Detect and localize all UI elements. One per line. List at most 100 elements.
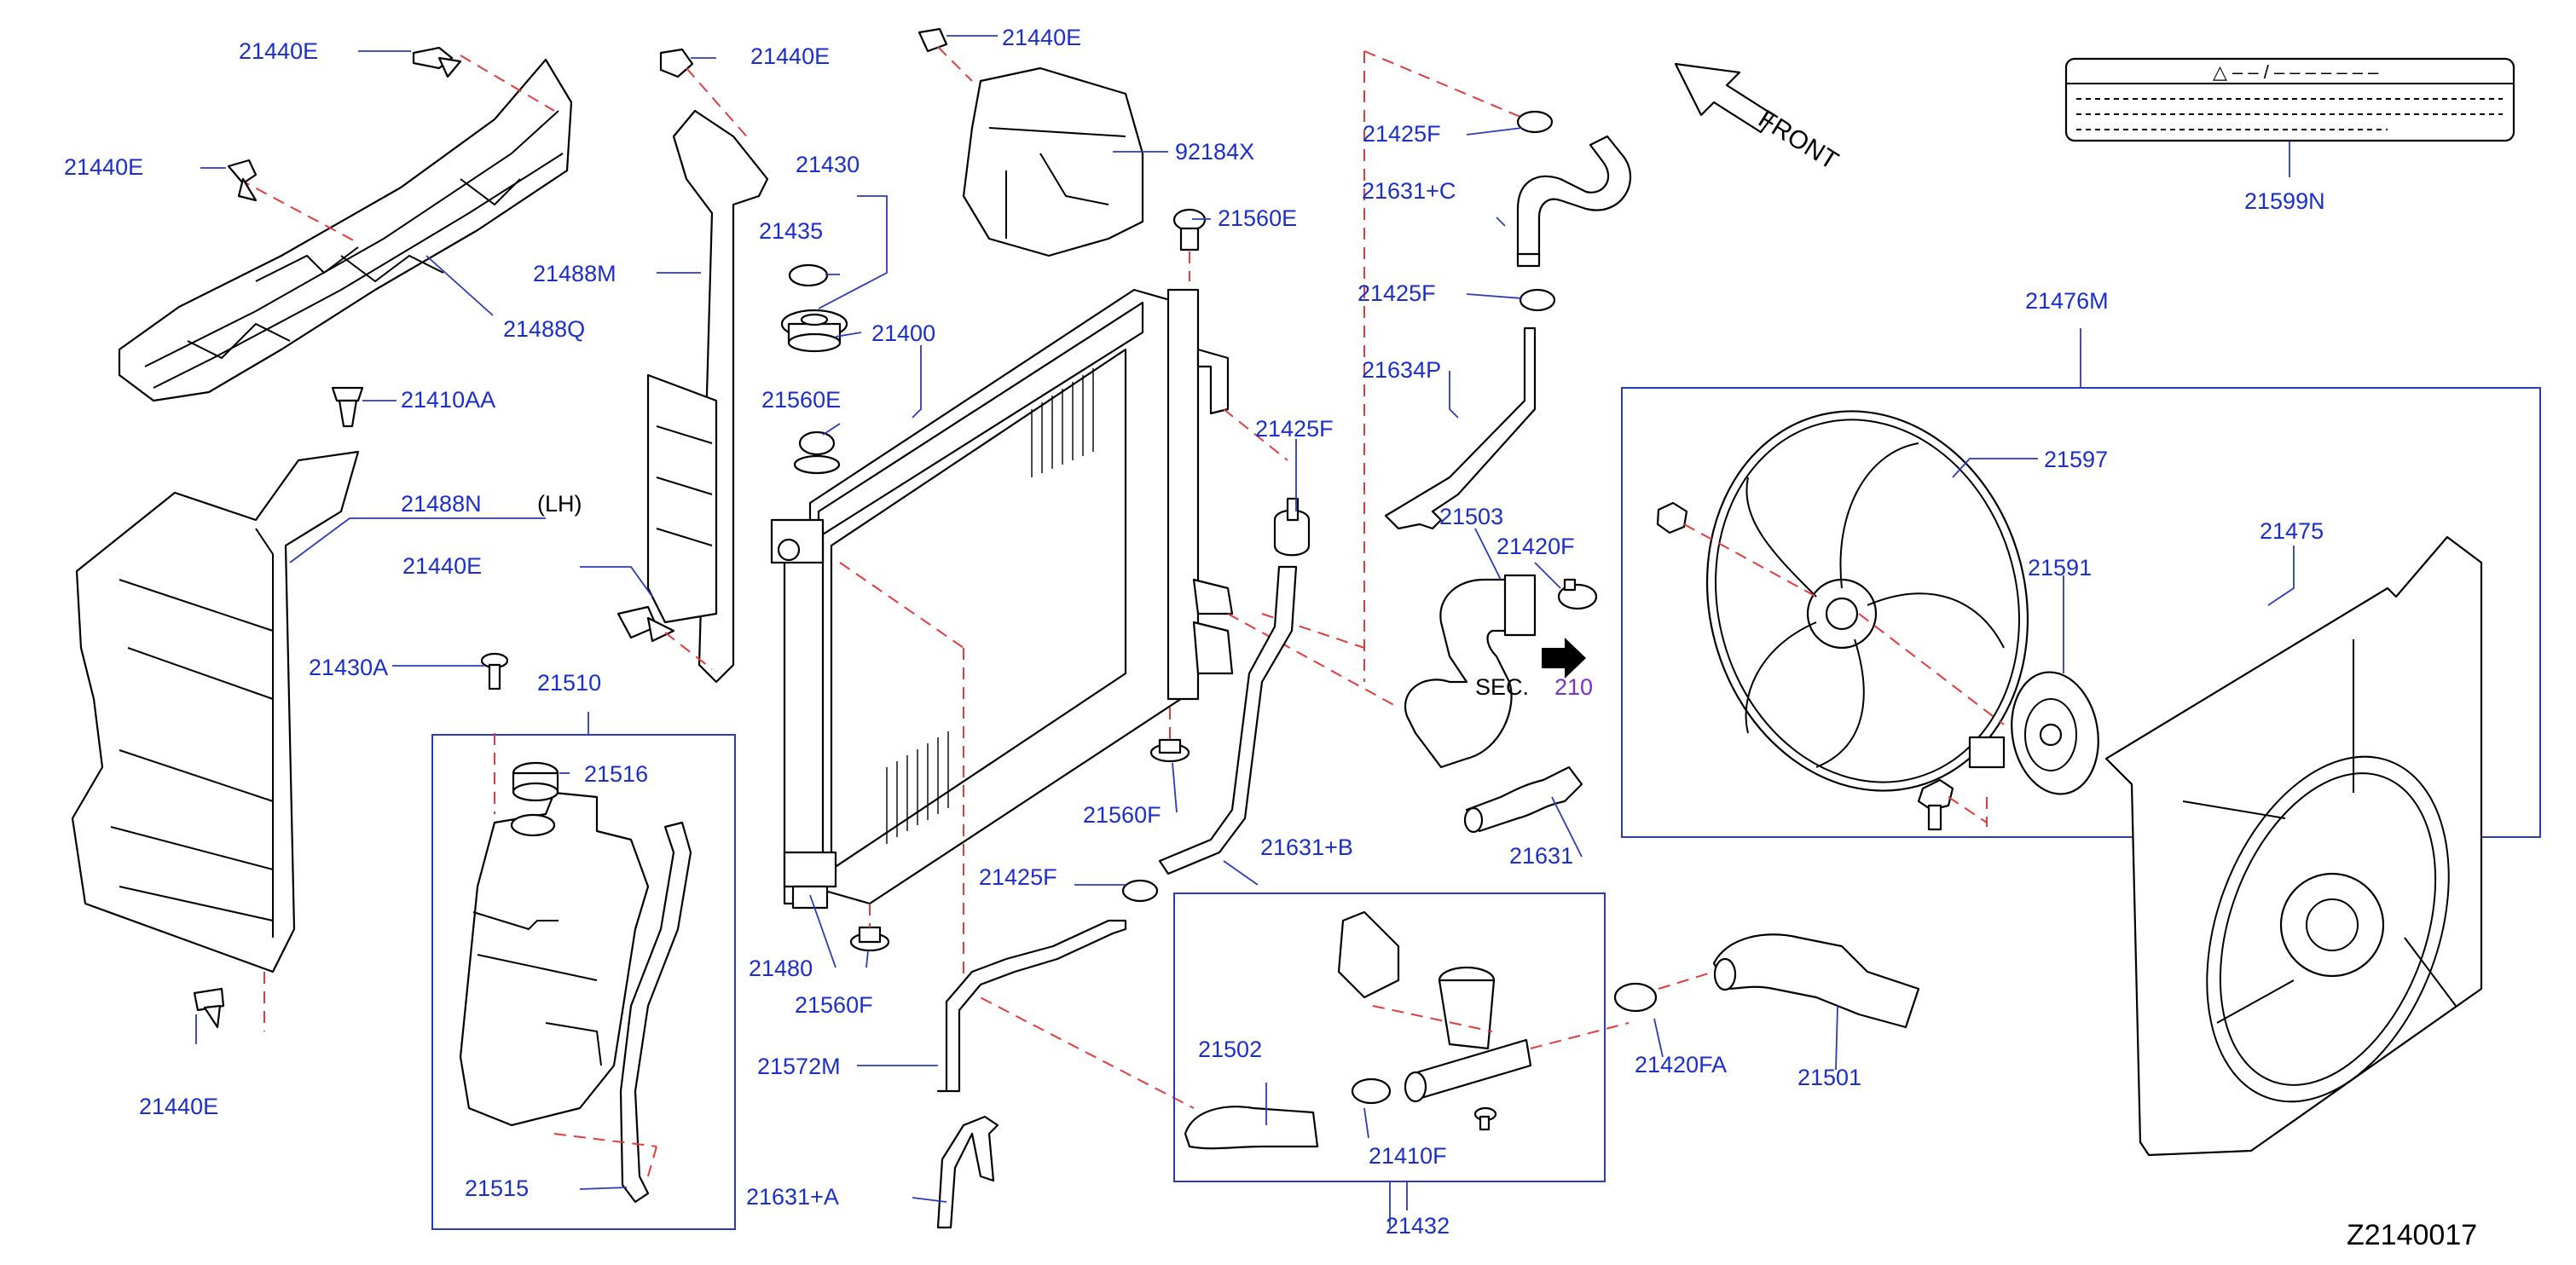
hose-21502[interactable] <box>1184 1106 1319 1150</box>
label-21440e-b: 21440E <box>64 154 143 180</box>
label-21631-a: 21631+A <box>746 1184 839 1210</box>
sec-prefix: SEC. <box>1475 674 1529 700</box>
label-21435: 21435 <box>759 218 823 244</box>
clip-21440e-mid[interactable] <box>617 605 675 643</box>
clip-21440e-top2[interactable] <box>659 48 694 78</box>
hose-21503[interactable] <box>1404 574 1537 769</box>
label-21488q: 21488Q <box>503 316 585 342</box>
label-21631: 21631 <box>1509 843 1573 869</box>
clip-21410aa[interactable] <box>331 386 364 428</box>
bolt-21430a[interactable] <box>480 652 509 690</box>
label-92184x: 92184X <box>1175 139 1254 165</box>
hose-21631[interactable] <box>1463 765 1583 834</box>
label-21599n: 21599N <box>2244 188 2325 214</box>
leader-lines <box>195 35 2295 1227</box>
drain-cock-21480[interactable] <box>783 851 837 910</box>
fan-blades-21597[interactable] <box>1665 375 2069 827</box>
clip-21440e-bracket[interactable] <box>918 27 948 53</box>
label-21503: 21503 <box>1439 504 1503 529</box>
front-arrow-icon <box>1674 62 1775 134</box>
radiator-core[interactable] <box>770 288 1200 905</box>
label-21631-c: 21631+C <box>1362 178 1456 204</box>
clamp-21420fa[interactable] <box>1613 982 1658 1013</box>
nut-21597 <box>1656 501 1688 534</box>
rubber-mount-21560e-top[interactable] <box>1172 208 1207 251</box>
label-21560f-a: 21560F <box>1083 802 1161 828</box>
hose-21631-a[interactable] <box>936 1115 999 1229</box>
label-21432: 21432 <box>1386 1213 1450 1239</box>
clip-21440e-top[interactable] <box>412 46 462 78</box>
pipe-21634p[interactable] <box>1384 326 1537 530</box>
label-21476m: 21476M <box>2025 288 2109 314</box>
sec-arrow-icon <box>1542 638 1586 679</box>
label-21501: 21501 <box>1797 1065 1861 1090</box>
hose-21631-c[interactable] <box>1516 135 1632 268</box>
caution-label-header: △ – – / – – – – – – – <box>2213 61 2379 83</box>
label-21597: 21597 <box>2044 447 2108 472</box>
side-air-guide-part[interactable] <box>71 450 360 973</box>
label-21560e-b: 21560E <box>761 387 841 413</box>
label-21516: 21516 <box>584 761 648 787</box>
hose-21631-b[interactable] <box>1158 565 1298 875</box>
cap-seal-21435[interactable] <box>788 263 829 287</box>
label-21510: 21510 <box>537 670 601 696</box>
front-label: FRONT <box>1753 105 1843 176</box>
clamp-21420f[interactable] <box>1557 578 1598 610</box>
clamp-21425f-c[interactable] <box>1273 497 1311 557</box>
clamp-21425f-a[interactable] <box>1516 110 1554 134</box>
pipe-21572m[interactable] <box>936 919 1127 1093</box>
label-21634p: 21634P <box>1362 357 1441 383</box>
rubber-mount-21560e-left[interactable] <box>793 430 841 475</box>
bolt-21432 <box>1473 1106 1497 1131</box>
hose-21501[interactable] <box>1712 933 1920 1029</box>
sec-number: 210 <box>1554 674 1593 700</box>
reservoir-tank-21510[interactable] <box>459 791 650 1127</box>
upper-air-guide-part[interactable] <box>118 58 573 402</box>
label-21425f-c: 21425F <box>1255 416 1334 442</box>
radiator-cap-21430[interactable] <box>780 309 848 353</box>
radiator-inlet-pipe <box>1192 348 1234 675</box>
label-21572m: 21572M <box>757 1054 841 1079</box>
label-21440e-e: 21440E <box>402 553 482 579</box>
label-21400: 21400 <box>871 321 935 346</box>
clip-21440e-left[interactable] <box>227 159 258 202</box>
label-21480: 21480 <box>749 956 813 981</box>
side-seal-bracket[interactable] <box>646 109 769 684</box>
label-21631-b: 21631+B <box>1260 835 1353 860</box>
label-21410aa: 21410AA <box>401 387 495 413</box>
cap-21516[interactable] <box>512 761 559 802</box>
water-outlet-21432[interactable] <box>1337 910 1532 1103</box>
label-21475: 21475 <box>2260 518 2324 544</box>
label-21560f-b: 21560F <box>795 992 873 1018</box>
label-21440e-f: 21440E <box>139 1094 218 1119</box>
label-21410f: 21410F <box>1369 1143 1447 1169</box>
label-21515: 21515 <box>465 1175 529 1201</box>
rubber-mount-21560f-mid[interactable] <box>1149 738 1190 763</box>
caution-label-21599n[interactable] <box>2064 57 2515 142</box>
hose-21515[interactable] <box>619 821 692 1204</box>
label-21430a: 21430A <box>309 655 388 680</box>
label-21488n: 21488N <box>401 491 482 517</box>
label-21440e-c: 21440E <box>750 43 830 69</box>
bracket-92184x[interactable] <box>962 66 1144 257</box>
label-21420f: 21420F <box>1496 534 1575 559</box>
clamp-21425f-b[interactable] <box>1519 288 1556 312</box>
reservoir-group-box <box>431 734 736 1230</box>
rubber-mount-21560f-bottom[interactable] <box>849 926 890 952</box>
fan-motor-21591[interactable] <box>1968 665 2108 800</box>
label-21425f-a: 21425F <box>1363 121 1441 147</box>
label-21425f-b: 21425F <box>1357 280 1436 306</box>
label-21425f-d: 21425F <box>979 864 1057 890</box>
clip-21440e-bottom[interactable] <box>193 987 225 1029</box>
label-21502: 21502 <box>1198 1037 1262 1062</box>
fan-shroud-21475[interactable] <box>2104 535 2493 1157</box>
side-note-lh: (LH) <box>537 491 582 517</box>
label-21430: 21430 <box>796 152 860 177</box>
clamp-21425f-d[interactable] <box>1121 879 1159 903</box>
label-21488m: 21488M <box>533 261 617 286</box>
label-21440e-a: 21440E <box>239 38 318 64</box>
clamp-21410f[interactable] <box>1351 1077 1392 1105</box>
label-21440e-d: 21440E <box>1002 25 1081 50</box>
label-21560e-a: 21560E <box>1218 205 1297 231</box>
